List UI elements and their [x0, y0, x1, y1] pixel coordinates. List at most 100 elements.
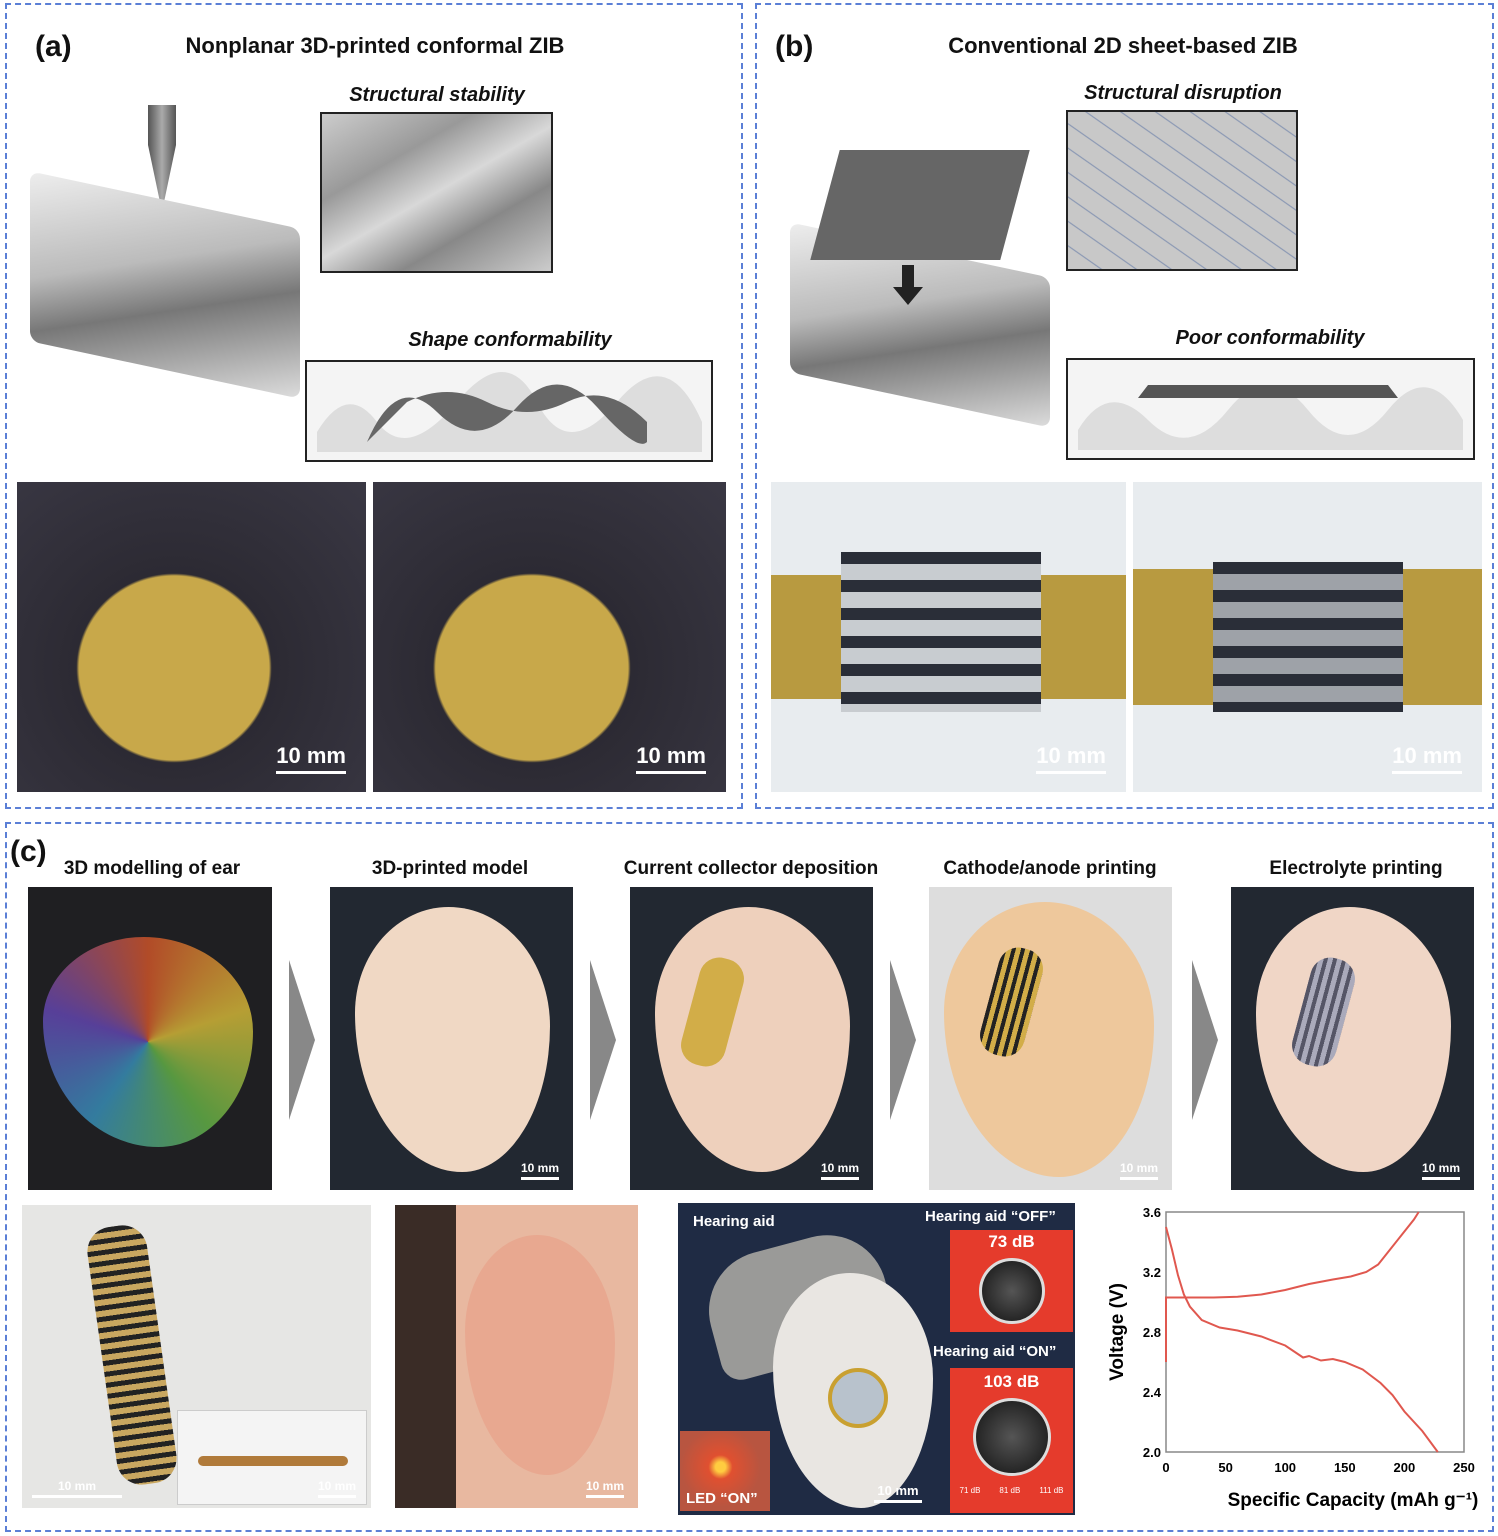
hearing-aid-off-label: Hearing aid “OFF”: [925, 1208, 1056, 1225]
scale-bar: 10 mm: [820, 1161, 859, 1180]
photo-a-1: 10 mm: [17, 482, 366, 792]
stat-min: 71 dB: [959, 1486, 981, 1495]
gauge-dial-icon: [978, 1258, 1045, 1324]
ear-shape: [1256, 907, 1451, 1172]
poor-conformability-label: Poor conformability: [1175, 327, 1365, 349]
ear-3d-model-render: [28, 887, 272, 1190]
structural-disruption-inset: [1066, 110, 1298, 271]
plot-frame: [1165, 1211, 1465, 1453]
electrode-pattern: [841, 552, 1041, 712]
x-tick-label: 150: [1334, 1460, 1356, 1475]
panel-c-label: (c): [10, 835, 47, 868]
hearing-aid-label: Hearing aid: [693, 1213, 775, 1230]
nonconformal-layer-graphic: [1078, 385, 1463, 450]
step-title: 3D-printed model: [371, 858, 529, 879]
x-tick-label: 0: [1162, 1460, 1169, 1475]
flexible-battery-photo: 10 mm 10 mm: [22, 1205, 371, 1508]
scale-bar: 10 mm: [1036, 743, 1106, 774]
step-arrow-icon: [1192, 960, 1218, 1120]
panel-a-title: Nonplanar 3D-printed conformal ZIB: [185, 33, 565, 58]
poor-conformability-inset: [1066, 358, 1475, 460]
ear-shape: [944, 902, 1154, 1177]
y-tick-label: 3.2: [1143, 1265, 1161, 1280]
step-arrow-icon: [590, 960, 616, 1120]
scale-bar: 10 mm: [1421, 1161, 1460, 1180]
x-tick-label: 50: [1218, 1460, 1232, 1475]
battery-coin: [828, 1368, 888, 1428]
panel-b-title: Conventional 2D sheet-based ZIB: [948, 33, 1298, 58]
hearing-aid-demo: Hearing aid LED “ON” 10 mm Hearing aid “…: [678, 1203, 1075, 1515]
x-axis-label: Specific Capacity (mAh g⁻¹): [1228, 1490, 1479, 1511]
series-discharge-line: [1165, 1226, 1439, 1453]
printed-ear-photo: 10 mm: [330, 887, 573, 1190]
y-tick-label: 3.6: [1143, 1205, 1161, 1220]
scale-bar-label: 10 mm: [317, 1479, 356, 1493]
scale-bar-label: 10 mm: [276, 743, 346, 768]
step-title: Cathode/anode printing: [943, 858, 1157, 879]
scale-bar-label: 10 mm: [520, 1161, 559, 1175]
x-tick-label: 250: [1453, 1460, 1475, 1475]
scale-bar: 10 mm: [276, 743, 346, 774]
photo-b-1: 10 mm: [771, 482, 1126, 792]
scale-bar: 10 mm: [636, 743, 706, 774]
led-inset: LED “ON”: [680, 1431, 770, 1511]
scale-bar-label: 10 mm: [1392, 743, 1462, 768]
scale-bar: 10 mm: [1119, 1161, 1158, 1180]
current-collector-photo: 10 mm: [630, 887, 873, 1190]
y-axis-label: Voltage (V): [1107, 1283, 1128, 1381]
battery-strip: [84, 1222, 180, 1488]
scale-bar-label: 10 mm: [636, 743, 706, 768]
ear-shape: [465, 1235, 615, 1475]
stat-max: 111 dB: [1039, 1486, 1064, 1495]
cathode-anode-photo: 10 mm: [929, 887, 1172, 1190]
x-tick-label: 200: [1394, 1460, 1416, 1475]
scale-bar-label: 10 mm: [585, 1479, 624, 1493]
scale-bar-label: 10 mm: [1119, 1161, 1158, 1175]
panel-b-label: (b): [775, 30, 814, 63]
sound-stats: 71 dB 81 dB 111 dB: [950, 1486, 1073, 1495]
x-tick-label: 100: [1274, 1460, 1296, 1475]
step-arrow-icon: [890, 960, 916, 1120]
step-arrow-icon: [289, 960, 315, 1120]
photo-a-2: 10 mm: [373, 482, 726, 792]
panel-c: [5, 822, 1494, 1532]
scale-bar-label: 10 mm: [1421, 1161, 1460, 1175]
structural-stability-inset: [320, 112, 553, 273]
scale-bar: 10 mm: [1392, 743, 1462, 774]
y-tick-label: 2.8: [1143, 1325, 1161, 1340]
flat-sheet-graphic: [810, 150, 1030, 260]
panel-a-label: (a): [35, 30, 72, 63]
shape-conformability-inset: [305, 360, 713, 462]
side-view-inset: 10 mm: [177, 1410, 367, 1505]
panel-a: [5, 3, 743, 809]
shape-conformability-label: Shape conformability: [408, 329, 612, 351]
conformal-layer-graphic: [317, 372, 702, 452]
photo-b-2: 10 mm: [1133, 482, 1482, 792]
scale-bar-label: 10 mm: [820, 1161, 859, 1175]
sound-meter-on: 103 dB 71 dB 81 dB 111 dB: [950, 1368, 1073, 1513]
worn-ear-photo: 10 mm: [395, 1205, 638, 1508]
sound-meter-off: 73 dB: [950, 1230, 1073, 1332]
stat-avg: 81 dB: [999, 1486, 1021, 1495]
electrode-pattern: [1213, 562, 1403, 712]
battery-side-profile: [198, 1456, 348, 1466]
scale-bar: 10 mm: [874, 1483, 922, 1503]
ear-shape: [355, 907, 550, 1172]
step-title: Electrolyte printing: [1269, 858, 1443, 879]
scale-bar: 10 mm: [585, 1479, 624, 1498]
step-title: Current collector deposition: [623, 858, 879, 879]
gauge-dial-icon: [972, 1398, 1051, 1476]
hearing-aid-on-label: Hearing aid “ON”: [933, 1343, 1057, 1360]
ear-mesh: [43, 937, 253, 1147]
scale-bar-label: 10 mm: [57, 1479, 97, 1493]
y-tick-label: 2.0: [1143, 1445, 1161, 1460]
scale-bar: 10 mm: [32, 1479, 122, 1498]
structural-disruption-label: Structural disruption: [1084, 82, 1282, 104]
electrolyte-photo: 10 mm: [1231, 887, 1474, 1190]
sound-level-on: 103 dB: [983, 1372, 1040, 1391]
scale-bar: 10 mm: [317, 1479, 356, 1498]
panel-b: [755, 3, 1494, 809]
led-on-label: LED “ON”: [686, 1490, 758, 1507]
scale-bar-label: 10 mm: [877, 1483, 919, 1498]
